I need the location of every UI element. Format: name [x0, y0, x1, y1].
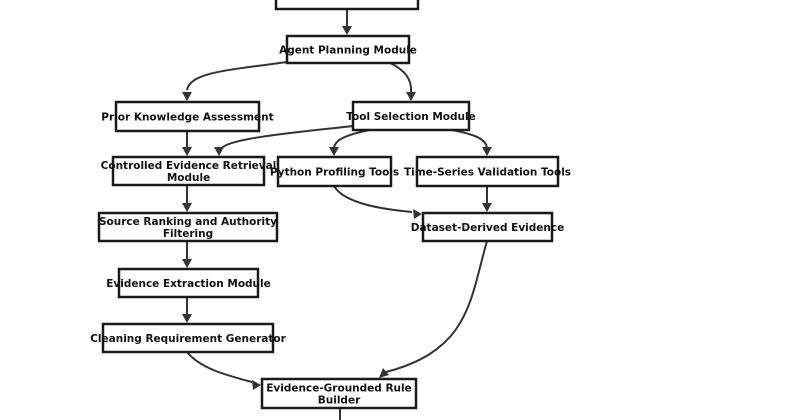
- edge-line: [389, 62, 413, 93]
- node-box: [276, 155, 393, 188]
- edge-dataset_evidence-to-rule_builder: [379, 240, 488, 378]
- node-box: [101, 322, 275, 354]
- arrowhead: [329, 147, 339, 156]
- edge-cleaning_requirement-to-rule_builder: [186, 351, 261, 390]
- node-box: [285, 34, 411, 65]
- node-label: Time-Series Validation Tools: [404, 167, 571, 179]
- node-label: Filtering: [163, 228, 213, 240]
- node-label: Cleaning Requirement Generator: [90, 333, 286, 345]
- edge-line: [385, 240, 488, 373]
- node-box: [415, 155, 560, 188]
- edge-line: [221, 125, 354, 149]
- edge-line: [451, 129, 488, 149]
- edge-line: [333, 129, 371, 149]
- node-label: Dataset-Derived Evidence: [411, 222, 564, 234]
- edge-agent_planning-to-prior_knowledge: [182, 61, 288, 101]
- edge-evidence_extraction-to-cleaning_requirement: [182, 297, 192, 323]
- edge-line: [186, 61, 288, 91]
- node-box: [274, 0, 420, 11]
- node-box: [97, 211, 279, 243]
- node-dataset-evidence[interactable]: Dataset-Derived Evidence: [411, 211, 564, 243]
- edges-layer: [182, 9, 492, 420]
- arrowhead: [413, 209, 422, 219]
- edge-tool_selection-to-python_profiling: [329, 129, 371, 156]
- arrowhead: [342, 26, 352, 35]
- node-label: Source Ranking and Authority: [99, 216, 277, 228]
- node-box: [260, 377, 418, 410]
- edge-agent_planning-to-tool_selection: [389, 62, 416, 101]
- edge-line: [333, 185, 413, 213]
- node-agent-planning[interactable]: Agent Planning Module: [279, 34, 417, 65]
- node-top[interactable]: [274, 0, 420, 11]
- node-box: [111, 155, 266, 187]
- edge-controlled_retrieval-to-source_ranking: [182, 185, 192, 212]
- node-cleaning-requirement[interactable]: Cleaning Requirement Generator: [90, 322, 287, 354]
- node-label: Controlled Evidence Retrieval: [101, 160, 277, 172]
- node-label: Prior Knowledge Assessment: [101, 112, 273, 124]
- node-timeseries-validation[interactable]: Time-Series Validation Tools: [404, 155, 571, 188]
- node-prior-knowledge[interactable]: Prior Knowledge Assessment: [101, 100, 274, 133]
- arrowhead: [482, 147, 492, 156]
- arrowhead: [406, 92, 416, 101]
- node-label: Evidence Extraction Module: [106, 278, 271, 290]
- node-box: [114, 100, 261, 133]
- node-box: [421, 211, 554, 243]
- node-label: Agent Planning Module: [279, 45, 417, 57]
- node-label: Python Profiling Tools: [270, 167, 399, 179]
- node-evidence-extraction[interactable]: Evidence Extraction Module: [106, 267, 271, 299]
- edge-timeseries_validation-to-dataset_evidence: [482, 186, 492, 212]
- node-label: Evidence-Grounded Rule: [266, 383, 411, 395]
- arrowhead: [379, 368, 389, 378]
- arrowhead: [182, 203, 192, 212]
- node-label: Tool Selection Module: [346, 111, 475, 123]
- node-box: [351, 100, 471, 132]
- edge-line: [186, 351, 253, 383]
- arrowhead: [482, 203, 492, 212]
- arrowhead: [252, 380, 261, 390]
- node-box: [117, 267, 260, 299]
- arrowhead: [214, 147, 224, 156]
- edge-tool_selection-to-controlled_retrieval: [214, 125, 354, 156]
- node-python-profiling[interactable]: Python Profiling Tools: [270, 155, 399, 188]
- node-label: Builder: [318, 395, 361, 407]
- edge-tool_selection-to-timeseries_validation: [451, 129, 492, 156]
- arrowhead: [182, 92, 192, 101]
- edge-prior_knowledge-to-controlled_retrieval: [182, 131, 192, 156]
- arrowhead: [182, 314, 192, 323]
- arrowhead: [182, 147, 192, 156]
- edge-top-to-agent_planning: [342, 9, 352, 35]
- edge-source_ranking-to-evidence_extraction: [182, 241, 192, 268]
- edge-python_profiling-to-dataset_evidence: [333, 185, 422, 219]
- node-label: Module: [167, 172, 210, 184]
- arrowhead: [182, 259, 192, 268]
- node-tool-selection[interactable]: Tool Selection Module: [346, 100, 476, 132]
